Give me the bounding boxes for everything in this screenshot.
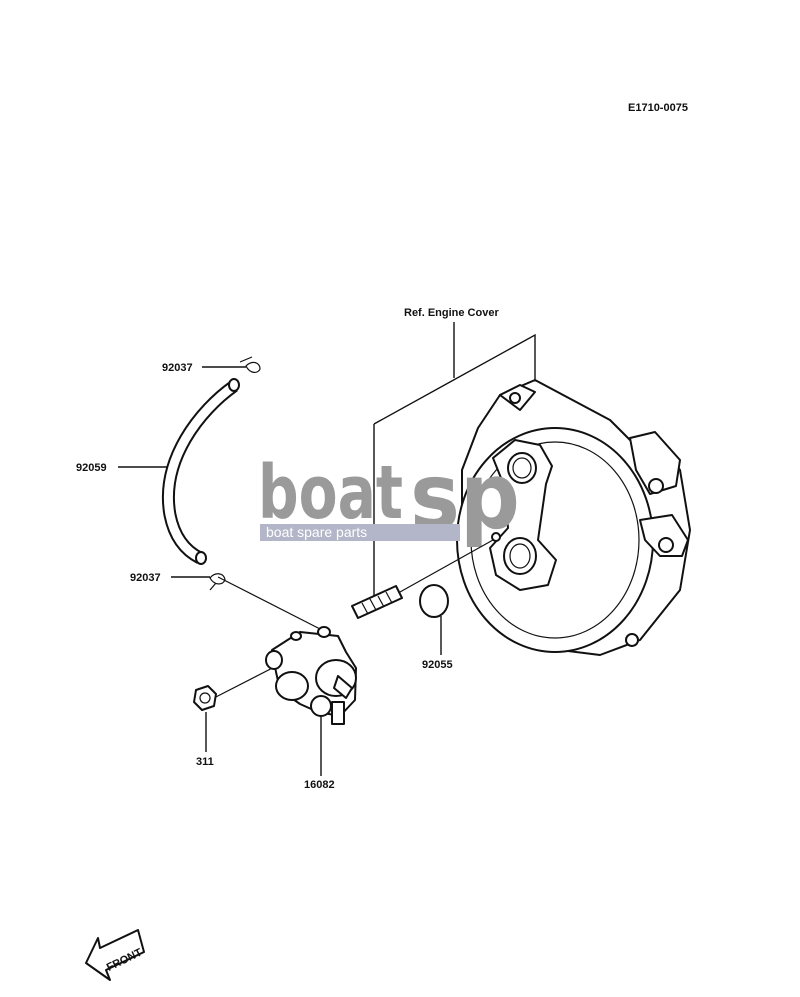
reference-plane (373, 322, 536, 596)
clamp-top (239, 356, 261, 373)
watermark-tagline: boat spare parts (266, 524, 367, 540)
label-hose: 92059 (76, 462, 107, 474)
label-clamp-top: 92037 (162, 362, 193, 374)
oil-pump-16082 (265, 626, 357, 725)
reference-label: Ref. Engine Cover (404, 307, 499, 319)
stud (351, 585, 403, 619)
label-nut: 311 (196, 756, 214, 768)
nut-311 (193, 685, 217, 711)
o-ring-92055 (419, 584, 449, 618)
leader-lines (118, 366, 442, 776)
watermark-band (260, 524, 460, 541)
clamp-bottom (209, 573, 226, 591)
engine-cover (456, 379, 691, 656)
label-o-ring: 92055 (422, 659, 453, 671)
label-oil-pump: 16082 (304, 779, 335, 791)
watermark: boat sp boat spare parts (258, 443, 520, 550)
hose-92059 (162, 378, 240, 565)
label-clamp-bottom: 92037 (130, 572, 161, 584)
front-arrow-icon: FRONT (85, 929, 145, 981)
drawing-code: E1710-0075 (628, 102, 688, 114)
watermark-brand-left: boat (258, 450, 403, 536)
